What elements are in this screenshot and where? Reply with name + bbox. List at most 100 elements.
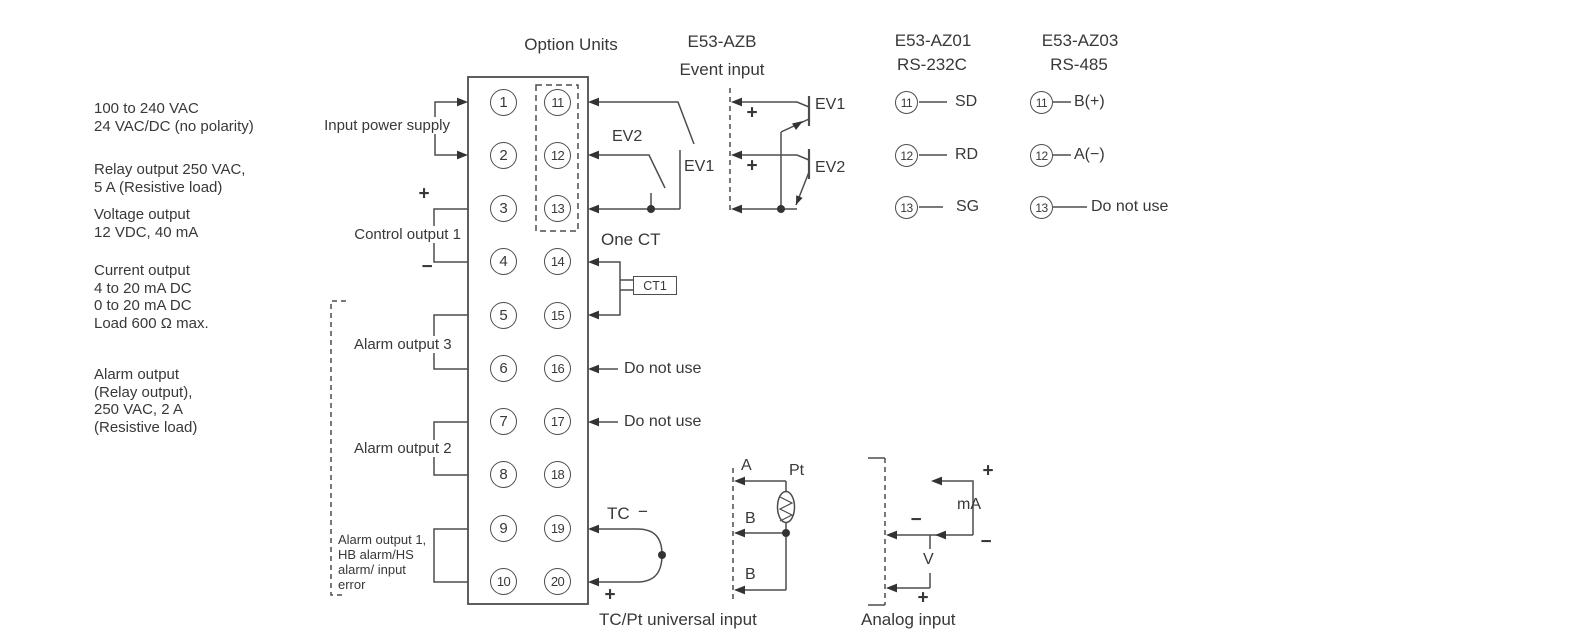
rs485-do-not-use-label: Do not use (1091, 198, 1169, 215)
ev1-switch-wire (599, 101, 695, 145)
pt-a-label: A (741, 457, 752, 474)
azb-ev2-plus-sign: + (746, 155, 758, 177)
terminal-5: 5 (490, 302, 517, 329)
rs485-terminal-11: 11 (1030, 91, 1053, 114)
ct1-tag: CT1 (633, 276, 677, 295)
spec-line: Current output (94, 262, 190, 279)
do-not-use-17: Do not use (624, 413, 702, 430)
spec-alarm: Alarm output (Relay output), 250 VAC, 2 … (94, 366, 197, 436)
spec-voltage: Voltage output 12 VDC, 40 mA (94, 206, 198, 241)
pt-b2-label: B (745, 566, 756, 583)
alarm1-line: error (338, 577, 366, 592)
terminal-15: 15 (544, 302, 571, 329)
ev2-label: EV2 (612, 128, 643, 145)
analog-v-wire (897, 535, 931, 589)
terminal-17: 17 (544, 408, 571, 435)
azb-ev1-plus-sign: + (746, 102, 758, 124)
terminal-6: 6 (490, 355, 517, 382)
terminal-14: 14 (544, 248, 571, 275)
terminal-16: 16 (544, 355, 571, 382)
rs232-model: E53-AZ01 (894, 31, 972, 50)
rs485-b-plus-label: B(+) (1074, 93, 1105, 110)
input-power-label: Input power supply (295, 117, 452, 134)
terminal-19: 19 (544, 515, 571, 542)
rs485-name: RS-485 (1050, 55, 1108, 74)
terminal-13: 13 (544, 195, 571, 222)
terminal-12: 12 (544, 142, 571, 169)
spec-line: Relay output 250 VAC, (94, 161, 246, 178)
rs232-terminal-12: 12 (895, 144, 918, 167)
option-units-dashed-box (535, 84, 579, 232)
event-unit-model: E53-AZB (687, 32, 757, 51)
rs485-terminal-12: 12 (1030, 144, 1053, 167)
analog-v-label: V (923, 551, 934, 568)
rs232-rd-label: RD (955, 146, 979, 163)
terminal-20: 20 (544, 568, 571, 595)
terminal-3: 3 (490, 195, 517, 222)
analog-minus-right-sign: − (980, 531, 992, 553)
rs232-sd-label: SD (955, 93, 978, 110)
alarm1-bracket (433, 528, 468, 583)
rs485-terminal-13: 13 (1030, 196, 1053, 219)
arrowheads (457, 97, 946, 595)
alarm1-line: alarm/ input (338, 562, 406, 577)
azb-ev1-label: EV1 (815, 96, 846, 113)
spec-line: 5 A (Resistive load) (94, 178, 223, 196)
control-plus-sign: + (418, 183, 430, 205)
option-units-title: Option Units (524, 35, 618, 54)
alarm3-label: Alarm output 3 (352, 336, 454, 353)
rs485-model: E53-AZ03 (1041, 31, 1119, 50)
spec-line: 12 VDC, 40 mA (94, 223, 199, 241)
analog-ma-wire (942, 480, 974, 535)
tc-minus-sign: − (638, 502, 648, 521)
rs485-dashes (1053, 101, 1087, 208)
terminal-4: 4 (490, 248, 517, 275)
tc-label: TC (607, 504, 630, 523)
rs232-sg-label: SG (956, 198, 980, 215)
tc-pt-caption: TC/Pt universal input (599, 610, 757, 629)
terminal-18: 18 (544, 461, 571, 488)
pt-junction-dot (782, 529, 790, 537)
control-output-label: Control output 1 (315, 226, 463, 243)
spec-line: Alarm output (94, 366, 180, 383)
terminal-2: 2 (490, 142, 517, 169)
pt-sensor-zigzag (778, 496, 794, 522)
analog-caption: Analog input (861, 610, 956, 629)
spec-power: 100 to 240 VAC 24 VAC/DC (no polarity) (94, 100, 254, 135)
spec-line: (Relay output), (94, 383, 193, 401)
ev2-switch-wire (599, 154, 666, 189)
analog-dashed-ticks (868, 457, 885, 606)
azb-ev2-collector (742, 154, 810, 161)
one-ct-label: One CT (601, 230, 661, 249)
alarm-dashed-bracket (330, 300, 346, 596)
spec-line: 100 to 240 VAC (94, 100, 199, 117)
event-unit-name: Event input (679, 60, 765, 79)
spec-line: 4 to 20 mA DC (94, 279, 192, 297)
pt-b1-label: B (745, 510, 756, 527)
alarm2-label: Alarm output 2 (352, 440, 454, 457)
spec-line: Load 600 Ω max. (94, 314, 209, 332)
pt-label: Pt (789, 462, 805, 479)
spec-line: Voltage output (94, 206, 190, 223)
azb-junction-dot (777, 205, 785, 213)
event-junction-dot (647, 205, 655, 213)
terminal-11: 11 (544, 89, 571, 116)
alarm1-line: HB alarm/HS (338, 547, 414, 562)
terminal-8: 8 (490, 461, 517, 488)
rs485-a-minus-label: A(−) (1074, 146, 1105, 163)
analog-plus-bottom-sign: + (917, 587, 929, 609)
ct-box-stubs (620, 279, 633, 291)
tc-junction-dot (658, 551, 666, 559)
azb-ev1-collector (742, 101, 810, 108)
azb-ev2-label: EV2 (815, 159, 846, 176)
spec-line: 24 VAC/DC (no polarity) (94, 117, 254, 135)
spec-line: 0 to 20 mA DC (94, 297, 192, 314)
tc-plus-sign: + (604, 584, 616, 606)
do-not-use-16: Do not use (624, 360, 702, 377)
rs232-terminal-11: 11 (895, 91, 918, 114)
control-minus-sign: − (421, 256, 433, 278)
terminal-1: 1 (490, 89, 517, 116)
spec-line: 250 VAC, 2 A (94, 401, 183, 418)
